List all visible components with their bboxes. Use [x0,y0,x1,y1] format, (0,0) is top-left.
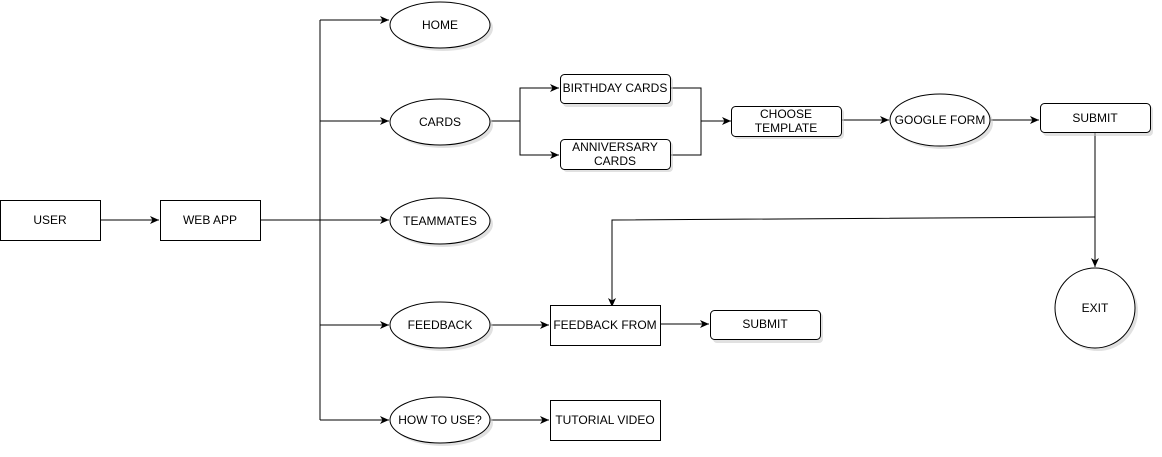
node-how-to-use-label: HOW TO USE? [398,413,482,427]
node-submit-cards: SUBMIT [1040,103,1153,136]
node-tutorial-video-label: TUTORIAL VIDEO [555,413,654,427]
nodes: USER WEB APP HOME CARDS TEAMMATES [0,1,1153,446]
node-submit-cards-label: SUBMIT [1072,111,1118,125]
edge-anniversary-to-choose-template [671,121,702,156]
node-cards-label: CARDS [419,115,461,129]
node-birthday-cards: BIRTHDAY CARDS [560,74,673,107]
node-cards: CARDS [389,98,493,148]
node-teammates: TEAMMATES [389,197,493,247]
node-submit-feedback-label: SUBMIT [742,317,788,331]
edges [101,16,1099,424]
edge-submit-to-feedback-form [608,216,1096,307]
node-user-label: USER [33,213,67,227]
node-feedback-label: FEEDBACK [408,318,473,332]
node-user: USER [0,200,101,241]
node-home: HOME [389,1,493,51]
node-how-to-use: HOW TO USE? [389,396,493,446]
edge-cards-to-anniversary-cards [519,121,559,159]
edge-cards-to-birthday-cards [491,84,559,122]
node-google-form-label: GOOGLE FORM [895,113,986,127]
node-choose-template-label-line2: TEMPLATE [755,121,817,135]
node-feedback-form-label: FEEDBACK FROM [553,318,656,332]
edge-birthday-to-choose-template [671,87,731,125]
node-anniversary-cards-label-line2: CARDS [594,154,636,168]
node-tutorial-video: TUTORIAL VIDEO [550,400,661,441]
node-choose-template-label-line1: CHOOSE [760,107,812,121]
node-submit-feedback: SUBMIT [710,310,823,343]
node-anniversary-cards-label-line1: ANNIVERSARY [572,140,658,154]
node-feedback: FEEDBACK [389,301,493,351]
node-anniversary-cards: ANNIVERSARY CARDS [560,139,673,172]
node-web-app: WEB APP [160,200,261,241]
node-choose-template: CHOOSE TEMPLATE [731,106,844,139]
node-teammates-label: TEAMMATES [403,214,477,228]
node-feedback-form: FEEDBACK FROM [550,305,661,346]
node-web-app-label: WEB APP [183,213,237,227]
node-exit: EXIT [1054,267,1138,351]
node-exit-label: EXIT [1082,301,1109,315]
node-birthday-cards-label: BIRTHDAY CARDS [563,81,668,95]
node-home-label: HOME [422,18,458,32]
node-google-form: GOOGLE FORM [889,93,993,149]
